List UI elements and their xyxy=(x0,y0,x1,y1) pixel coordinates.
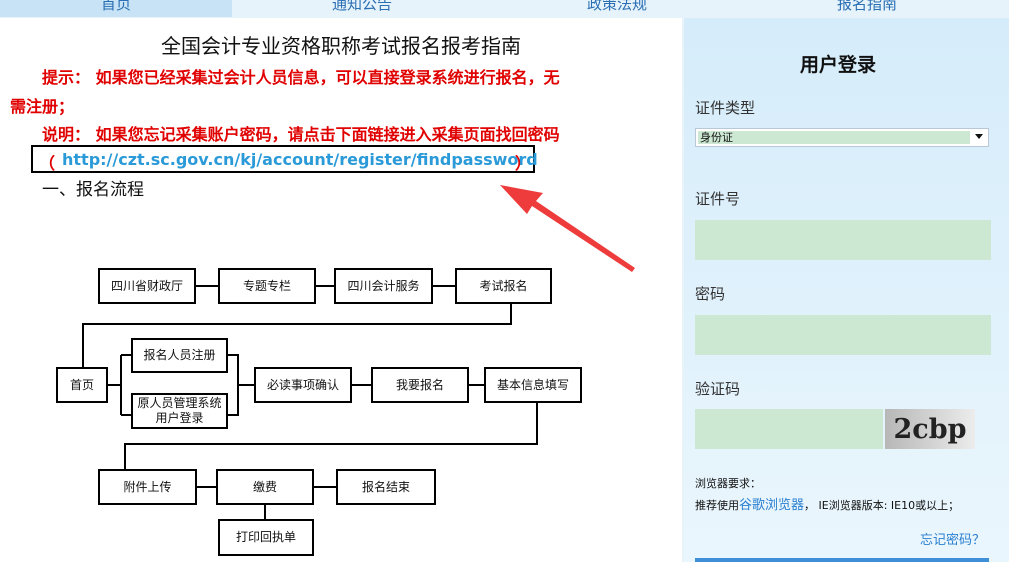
paren-close: ） xyxy=(515,154,532,173)
paren-open: （ xyxy=(39,154,56,173)
tip-text-line1: 提示： 如果您已经采集过会计人员信息，可以直接登录系统进行报名，无 xyxy=(42,68,560,87)
note-text: 说明： 如果您忘记采集账户密码，请点击下面链接进入采集页面找回密码 xyxy=(42,125,560,144)
flow-node-topics: 专题专栏 xyxy=(218,268,316,304)
section-heading: 一、报名流程 xyxy=(42,180,144,200)
guide-panel: 全国会计专业资格职称考试报名报考指南 提示： 如果您已经采集过会计人员信息，可以… xyxy=(0,18,682,562)
id-number-input[interactable] xyxy=(695,220,991,260)
flow-node-attach-upload: 附件上传 xyxy=(98,469,197,505)
page-title: 全国会计专业资格职称考试报名报考指南 xyxy=(161,34,521,58)
flow-node-finance-dept: 四川省财政厅 xyxy=(98,268,196,304)
flow-node-registrant-register: 报名人员注册 xyxy=(131,338,228,373)
flow-node-print-receipt: 打印回执单 xyxy=(218,519,314,556)
flow-node-basic-info: 基本信息填写 xyxy=(484,367,582,403)
flow-node-i-signup: 我要报名 xyxy=(371,367,469,403)
flow-node-exam-signup: 考试报名 xyxy=(455,268,552,304)
chevron-down-icon xyxy=(975,134,983,139)
login-button[interactable] xyxy=(695,558,989,562)
flow-node-signup-end: 报名结束 xyxy=(336,469,436,505)
browser-recommendation: 推荐使用谷歌浏览器， IE浏览器版本: IE10或以上； xyxy=(695,498,960,513)
id-type-label: 证件类型 xyxy=(695,99,756,117)
annotation-arrow xyxy=(500,185,635,272)
tip-text-line2: 需注册； xyxy=(10,97,75,116)
flow-node-home: 首页 xyxy=(56,367,108,403)
captcha-input[interactable] xyxy=(695,409,883,449)
browser-requirement-label: 浏览器要求： xyxy=(695,477,761,490)
flow-node-accounting-service: 四川会计服务 xyxy=(334,268,433,304)
forgot-password-link[interactable]: 忘记密码？ xyxy=(920,533,986,548)
id-type-selected-value: 身份证 xyxy=(698,131,970,144)
password-input[interactable] xyxy=(695,315,991,355)
top-nav: 首页 通知公告 政策法规 报名指南 xyxy=(0,0,1009,18)
login-panel: 用户登录 证件类型 身份证 证件号 密码 验证码 2cbp 浏览器要求： 推荐使… xyxy=(682,18,1009,562)
tab-guide[interactable]: 报名指南 xyxy=(836,0,897,13)
id-type-select[interactable]: 身份证 xyxy=(695,128,989,147)
chrome-link[interactable]: 谷歌浏览器 xyxy=(739,498,805,513)
password-link-box: （ http://czt.sc.gov.cn/kj/account/regist… xyxy=(31,145,538,173)
captcha-label: 验证码 xyxy=(695,380,741,398)
flow-node-must-read: 必读事项确认 xyxy=(254,367,352,403)
captcha-image[interactable]: 2cbp xyxy=(885,409,975,449)
flowchart-connectors xyxy=(82,185,635,519)
find-password-link[interactable]: http://czt.sc.gov.cn/kj/account/register… xyxy=(62,150,538,169)
login-title: 用户登录 xyxy=(799,54,876,76)
tab-policies[interactable]: 政策法规 xyxy=(586,0,647,13)
flow-node-legacy-login: 原人员管理系统用户登录 xyxy=(131,393,228,429)
tab-notices[interactable]: 通知公告 xyxy=(331,0,392,13)
tab-home[interactable]: 首页 xyxy=(0,0,232,17)
flow-node-payment: 缴费 xyxy=(216,469,314,505)
password-label: 密码 xyxy=(695,285,726,303)
id-number-label: 证件号 xyxy=(695,190,741,208)
